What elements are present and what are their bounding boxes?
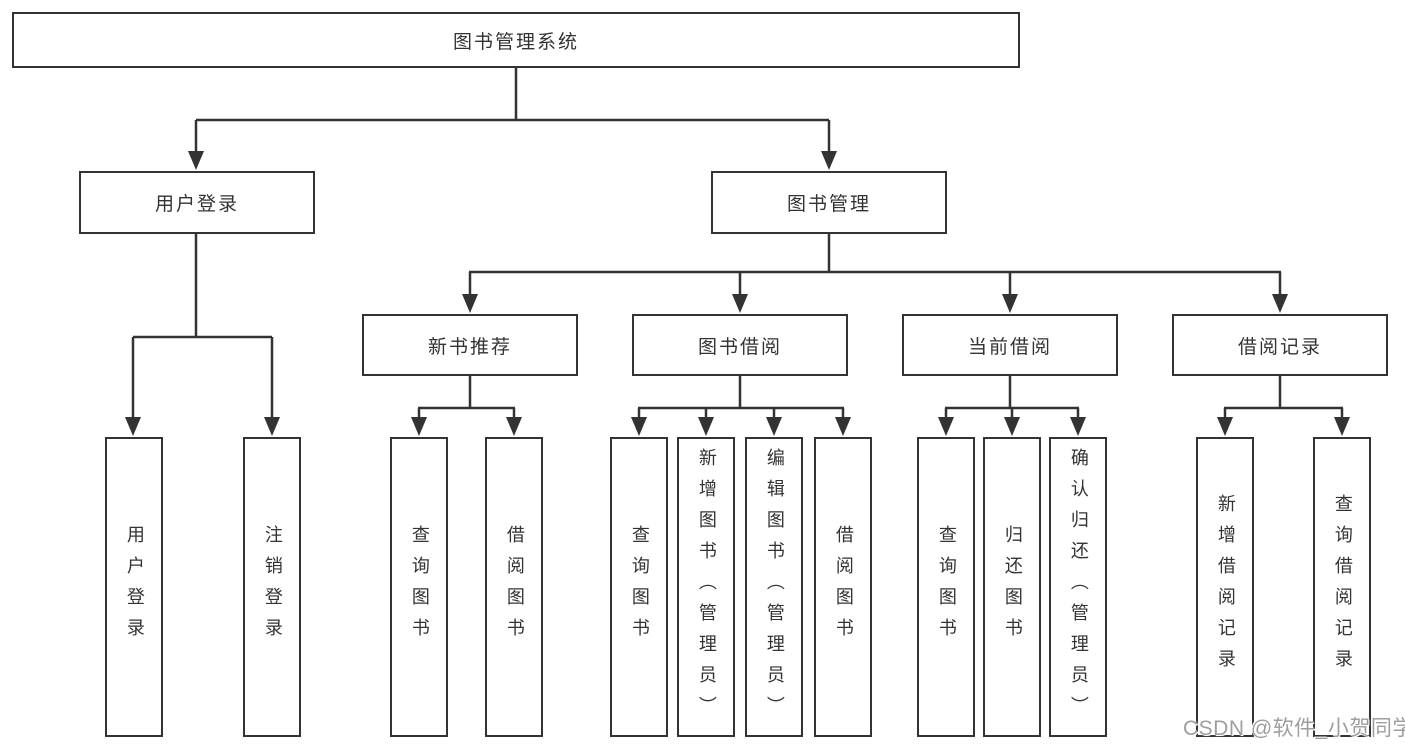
node-label: 确认归还（管理员） xyxy=(1068,447,1089,727)
leaf-current-return-books: 归还图书 xyxy=(983,437,1041,737)
node-label: 图书管理系统 xyxy=(452,31,579,53)
leaf-borrowing-query-books: 查询图书 xyxy=(610,437,668,737)
node-current-borrowing: 当前借阅 xyxy=(902,314,1118,376)
node-label: 注销登录 xyxy=(262,525,283,649)
node-label: 编辑图书（管理员） xyxy=(764,447,785,727)
node-label: 用户登录 xyxy=(124,525,145,649)
node-label: 图书借阅 xyxy=(697,336,782,358)
node-label: 查询图书 xyxy=(409,525,430,649)
node-label: 归还图书 xyxy=(1002,525,1023,649)
node-user-login: 用户登录 xyxy=(79,171,315,234)
node-label: 当前借阅 xyxy=(967,336,1052,358)
leaf-recommend-query-books: 查询图书 xyxy=(390,437,448,737)
leaf-current-query-books: 查询图书 xyxy=(917,437,975,737)
node-label: 查询图书 xyxy=(629,525,650,649)
watermark-text: CSDN @软件_小贺同学 xyxy=(1183,717,1405,740)
node-label: 借阅图书 xyxy=(504,525,525,649)
node-label: 图书管理 xyxy=(786,194,871,215)
node-borrowing-records: 借阅记录 xyxy=(1172,314,1388,376)
leaf-borrowing-add-books-admin: 新增图书（管理员） xyxy=(677,437,735,737)
leaf-current-confirm-return-admin: 确认归还（管理员） xyxy=(1049,437,1107,737)
node-label: 新增借阅记录 xyxy=(1215,494,1236,680)
node-label: 用户登录 xyxy=(154,194,239,215)
node-new-book-recommendation: 新书推荐 xyxy=(362,314,578,376)
node-label: 新书推荐 xyxy=(427,336,512,358)
leaf-records-query-borrow-record: 查询借阅记录 xyxy=(1313,437,1371,737)
leaf-recommend-borrow-books: 借阅图书 xyxy=(485,437,543,737)
node-label: 查询图书 xyxy=(936,525,957,649)
leaf-logout: 注销登录 xyxy=(243,437,301,737)
node-label: 借阅记录 xyxy=(1237,336,1322,358)
node-book-borrowing: 图书借阅 xyxy=(632,314,848,376)
leaf-records-add-borrow-record: 新增借阅记录 xyxy=(1196,437,1254,737)
node-label: 查询借阅记录 xyxy=(1332,494,1353,680)
leaf-borrowing-borrow-books: 借阅图书 xyxy=(814,437,872,737)
leaf-borrowing-edit-books-admin: 编辑图书（管理员） xyxy=(745,437,803,737)
leaf-user-login: 用户登录 xyxy=(105,437,163,737)
node-book-management: 图书管理 xyxy=(711,171,947,234)
node-root-library-management-system: 图书管理系统 xyxy=(12,12,1020,68)
node-label: 新增图书（管理员） xyxy=(696,447,717,727)
node-label: 借阅图书 xyxy=(833,525,854,649)
